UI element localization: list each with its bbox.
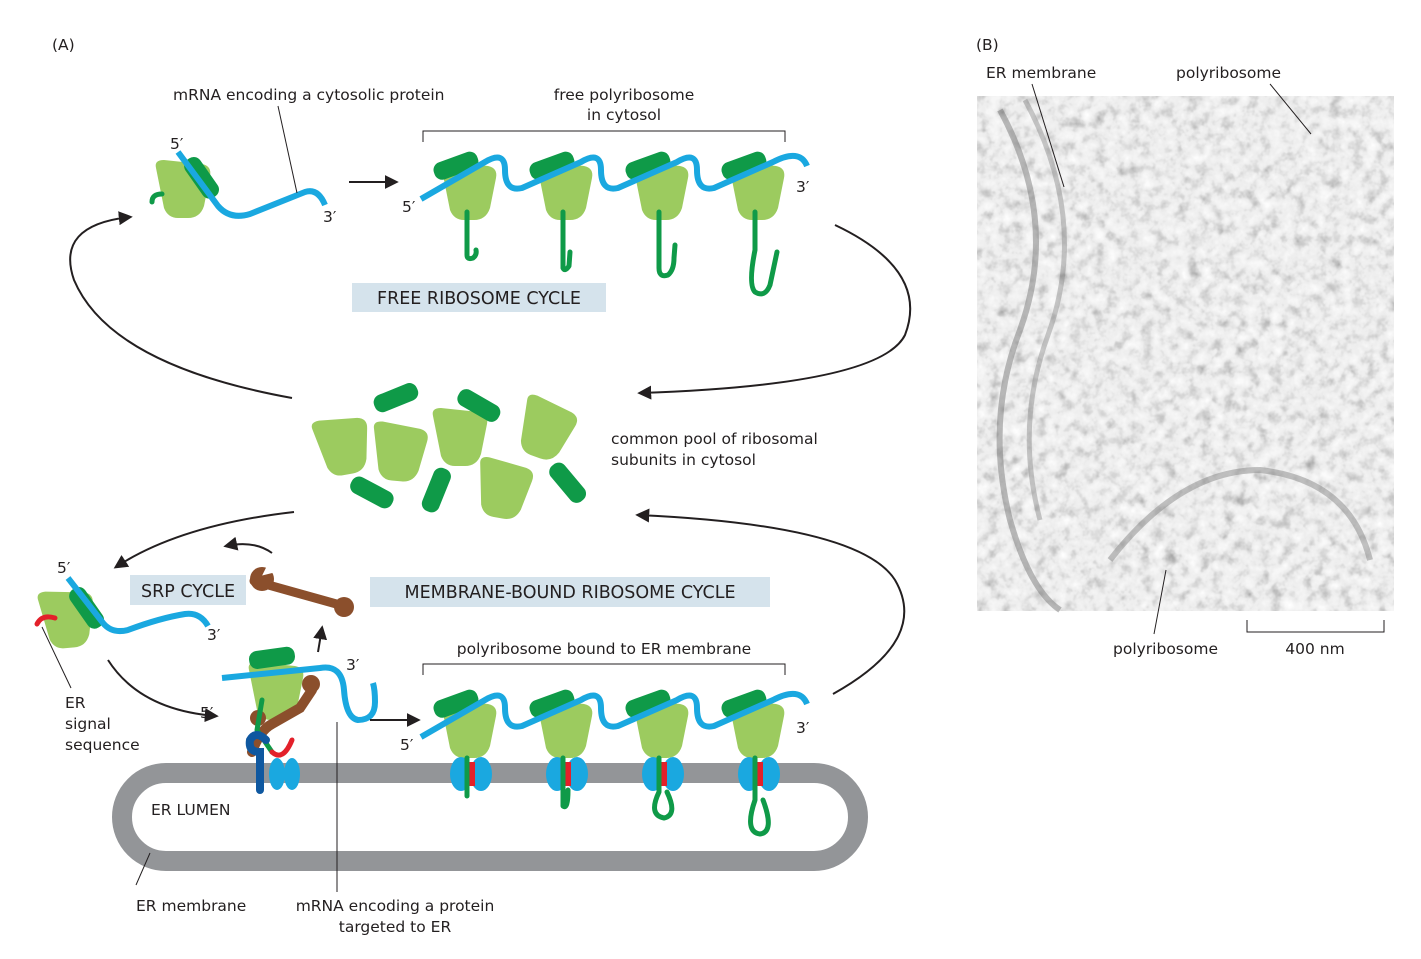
initiating-ribosome-cytosolic [149, 150, 328, 219]
large-subunit [432, 408, 488, 466]
five-prime-label: 5′ [402, 198, 416, 216]
five-prime-label: 5′ [400, 736, 414, 754]
er-membrane-label: ER membrane [136, 897, 246, 915]
three-prime-label: 3′ [207, 626, 221, 644]
translocator [546, 755, 588, 810]
polyribosome-bound-label: polyribosome bound to ER membrane [457, 640, 751, 658]
mrna-strand [419, 153, 810, 202]
nascent-chain [149, 191, 165, 205]
five-prime-label: 5′ [57, 559, 71, 577]
translocator-half [284, 758, 300, 790]
three-prime-label: 3′ [323, 208, 337, 226]
nascent-chain [749, 209, 780, 297]
nascent-chain [254, 697, 275, 755]
scale-bar-label: 400 nm [1285, 640, 1344, 658]
arrow-free-to-pool [637, 224, 912, 400]
signal-sequence [469, 762, 475, 786]
signal-sequence [565, 762, 571, 786]
five-prime-label: 5′ [200, 704, 214, 722]
small-subunit [419, 465, 454, 515]
srp-particle [249, 561, 354, 617]
mrna-er-label-2: targeted to ER [339, 918, 452, 936]
large-subunit [310, 412, 375, 480]
scale-bar [1246, 620, 1385, 633]
arrow-srp-release [223, 536, 273, 554]
nascent-chain [464, 209, 479, 262]
arrow-membrane-to-pool [635, 508, 906, 695]
er-lumen-label: ER LUMEN [151, 801, 230, 819]
free-polyribosome-bracket [422, 130, 786, 142]
mrna-strand [175, 150, 328, 219]
polyribosome-top-leader [1269, 83, 1312, 135]
srp-cycle-box [130, 575, 246, 605]
arrow-to-docking [107, 659, 219, 723]
common-pool-label-1: common pool of ribosomal [611, 430, 818, 448]
ribosomal-subunit-pool [310, 380, 590, 523]
membrane-bound-polyribosome [419, 687, 810, 837]
er-signal-sequence [34, 614, 58, 627]
free-polyribosome-label-1: free polyribosome [554, 86, 694, 104]
mrna-strand [221, 664, 378, 723]
panel-b-label: (B) [976, 36, 999, 54]
bound-polyribosome-bracket [422, 663, 786, 675]
er-signal-label-2: signal [65, 715, 111, 733]
er-signal-label-1: ER [65, 694, 86, 712]
arrow-pool-to-srp [113, 511, 295, 569]
panel-a-label: (A) [52, 36, 75, 54]
nascent-chain [656, 209, 678, 279]
membrane-bound-cycle-box [370, 577, 770, 607]
er-signal-leader [41, 626, 72, 689]
large-subunit [509, 392, 581, 467]
polyribosome-bottom-label: polyribosome [1113, 640, 1218, 658]
er-membrane-micrograph-label: ER membrane [986, 64, 1096, 82]
polyribosome-top-label: polyribosome [1176, 64, 1281, 82]
er-signal-sequence [269, 737, 295, 758]
free-ribosome-cycle-label: FREE RIBOSOME CYCLE [377, 289, 581, 309]
free-polyribosome [419, 149, 810, 297]
translocator [642, 755, 684, 821]
three-prime-label: 3′ [796, 178, 810, 196]
large-subunit [369, 420, 429, 484]
five-prime-label: 5′ [170, 135, 184, 153]
srp-receptor [245, 731, 270, 794]
signal-sequence [661, 762, 667, 786]
small-subunit [371, 380, 421, 415]
three-prime-label: 3′ [796, 719, 810, 737]
membrane-bound-cycle-label: MEMBRANE-BOUND RIBOSOME CYCLE [405, 583, 736, 603]
mrna-strand [65, 576, 211, 635]
mrna-strand [419, 691, 810, 740]
free-polyribosome-label-2: in cytosol [587, 106, 661, 124]
free-ribosome-cycle-box [352, 283, 606, 312]
electron-micrograph [977, 96, 1394, 613]
translocator-half [269, 758, 285, 790]
nascent-chain [560, 209, 573, 273]
er-membrane-micrograph-leader [1031, 83, 1065, 188]
er-membrane-leader [135, 852, 151, 886]
polyribosome-bottom-leader [1153, 569, 1167, 635]
small-subunit [545, 459, 590, 507]
srp-target-ribosome [34, 576, 211, 651]
arrow-srp-to-free [313, 625, 328, 653]
large-subunit [471, 455, 536, 523]
mrna-er-label-1: mRNA encoding a protein [296, 897, 495, 915]
docking-complex [221, 645, 378, 794]
signal-sequence [757, 762, 763, 786]
mrna-cytosolic-label: mRNA encoding a cytosolic protein [173, 86, 445, 104]
translocator [738, 755, 780, 837]
common-pool-label-2: subunits in cytosol [611, 451, 756, 469]
mrna-cytosolic-leader [277, 105, 298, 194]
er-signal-label-3: sequence [65, 736, 140, 754]
three-prime-label: 3′ [346, 656, 360, 674]
arrow-pool-to-initiation [69, 211, 293, 399]
srp-cycle-label: SRP CYCLE [141, 582, 235, 602]
translocator [450, 755, 492, 799]
